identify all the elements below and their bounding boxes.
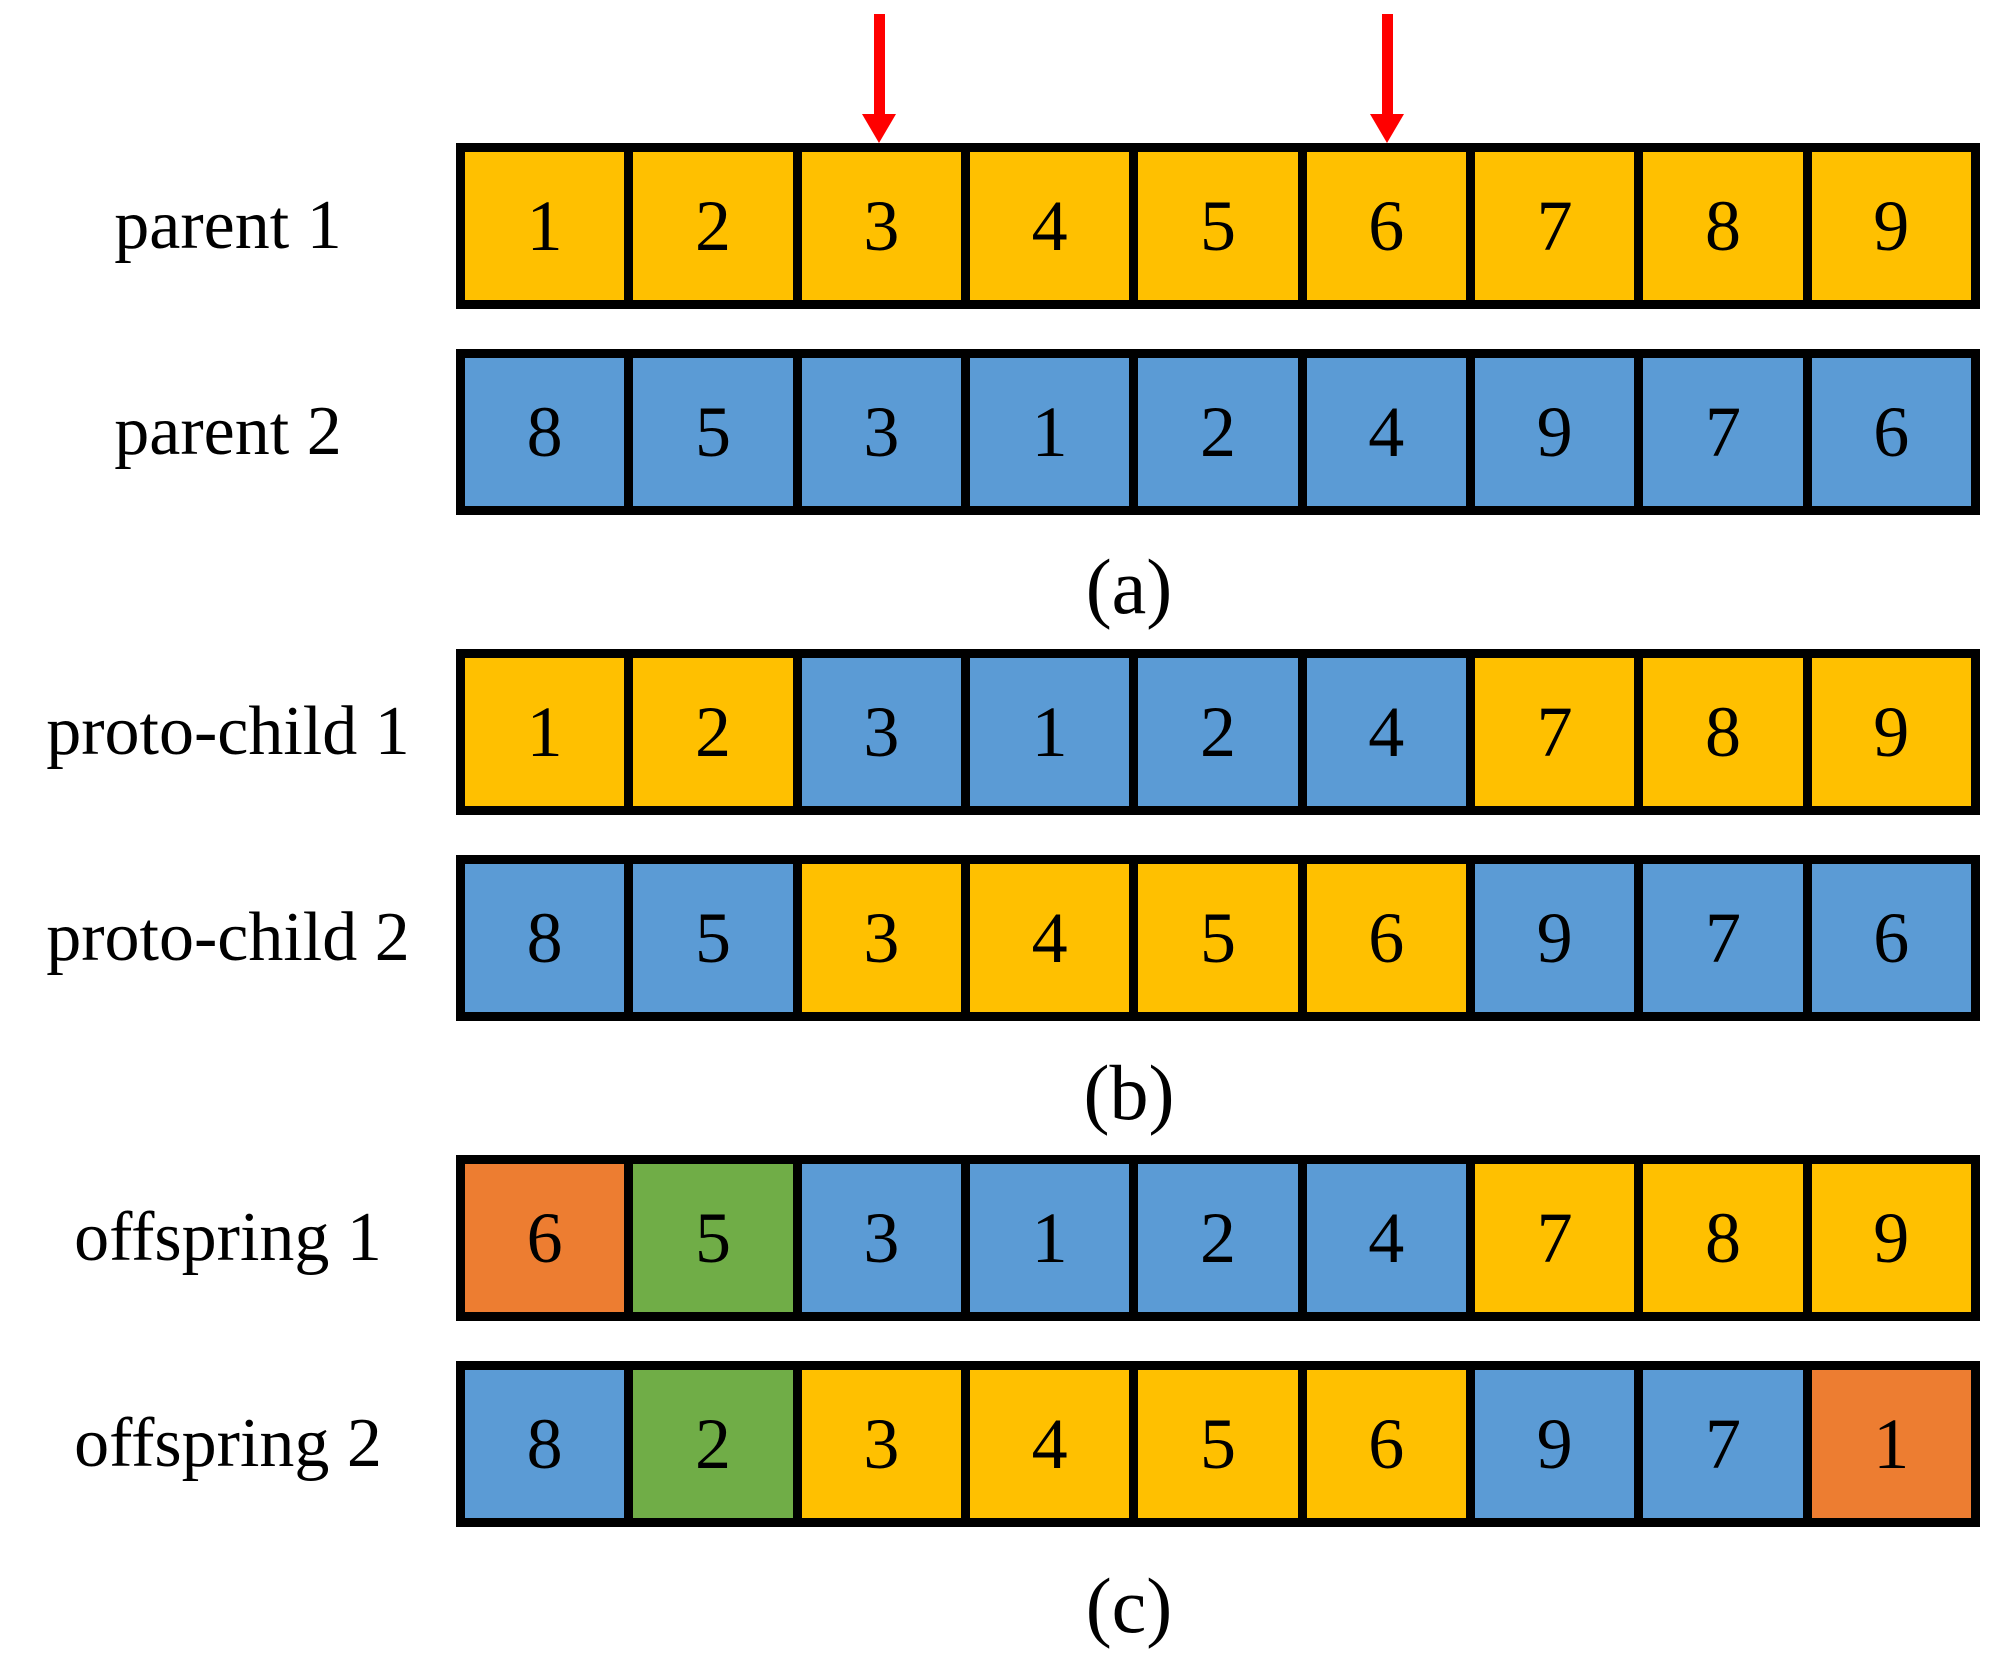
gene-cell: 2: [1138, 658, 1298, 806]
gene-cell: 3: [801, 152, 961, 300]
gene-cell: 6: [465, 1164, 625, 1312]
gene-cell: 7: [1474, 152, 1635, 300]
gene-cell: 6: [1811, 864, 1971, 1012]
gene-cell: 1: [465, 658, 625, 806]
gene-cell: 6: [1306, 1370, 1466, 1518]
gene-cell: 4: [1306, 658, 1466, 806]
gene-cell: 1: [465, 152, 625, 300]
gene-cell: 4: [969, 1370, 1130, 1518]
crossover-points-zone: [456, 0, 1980, 143]
gene-cell: 5: [633, 864, 793, 1012]
row-gap: [0, 309, 2012, 349]
gene-cell: 7: [1474, 658, 1635, 806]
gene-cell: 3: [801, 1164, 961, 1312]
gene-cell: 8: [1643, 658, 1803, 806]
gene-cell: 4: [969, 152, 1130, 300]
row-label: proto-child 2: [46, 899, 410, 976]
subfigure-caption: (b): [1083, 1049, 1175, 1137]
row-label: offspring 1: [74, 1199, 382, 1276]
gene-cell: 5: [1138, 152, 1298, 300]
gene-cell: 1: [969, 658, 1130, 806]
gene-cell: 2: [633, 152, 793, 300]
gene-cell: 9: [1474, 1370, 1635, 1518]
row-label: offspring 2: [74, 1405, 382, 1482]
gene-cell: 1: [1811, 1370, 1971, 1518]
gene-cell: 5: [633, 1164, 793, 1312]
row-label: parent 2: [114, 393, 342, 470]
subfigure-caption: (c): [1085, 1562, 1173, 1650]
row-label: parent 1: [114, 187, 342, 264]
gene-cell: 3: [801, 1370, 961, 1518]
gene-cell: 6: [1306, 864, 1466, 1012]
gene-cell: 9: [1811, 658, 1971, 806]
gene-cell: 2: [1138, 1164, 1298, 1312]
gene-cell: 8: [465, 864, 625, 1012]
gene-cell: 3: [801, 864, 961, 1012]
caption-zone: (b): [0, 1021, 2012, 1155]
gene-cell: 9: [1474, 358, 1635, 506]
crossover-point-2-down-arrow-icon: [1370, 14, 1405, 143]
gene-cell: 7: [1643, 1370, 1803, 1518]
gene-cell: 2: [633, 1370, 793, 1518]
gene-cell: 5: [1138, 864, 1298, 1012]
gene-cell: 2: [1138, 358, 1298, 506]
gene-cell: 3: [801, 658, 961, 806]
gene-cell: 9: [1474, 864, 1635, 1012]
gene-cell: 7: [1474, 1164, 1635, 1312]
gene-cell: 8: [1643, 152, 1803, 300]
row-gap: [0, 1321, 2012, 1361]
row-gap: [0, 815, 2012, 855]
gene-cell: 8: [465, 358, 625, 506]
gene-cell: 4: [969, 864, 1130, 1012]
gene-cell: 8: [1643, 1164, 1803, 1312]
arrow-head: [1370, 114, 1405, 143]
caption-zone: (c): [0, 1527, 2012, 1674]
gene-cell: 6: [1306, 152, 1466, 300]
gene-cell: 7: [1643, 358, 1803, 506]
gene-cell: 2: [633, 658, 793, 806]
gene-cell: 9: [1811, 152, 1971, 300]
gene-cell: 5: [633, 358, 793, 506]
gene-cell: 1: [969, 358, 1130, 506]
gene-cell: 4: [1306, 358, 1466, 506]
crossover-point-1-down-arrow-icon: [862, 14, 897, 143]
row-label: proto-child 1: [46, 693, 410, 770]
arrow-shaft: [873, 14, 885, 114]
gene-cell: 8: [465, 1370, 625, 1518]
gene-cell: 6: [1811, 358, 1971, 506]
gene-cell: 4: [1306, 1164, 1466, 1312]
gene-cell: 3: [801, 358, 961, 506]
arrow-shaft: [1381, 14, 1393, 114]
gene-cell: 9: [1811, 1164, 1971, 1312]
gene-cell: 1: [969, 1164, 1130, 1312]
gene-cell: 7: [1643, 864, 1803, 1012]
caption-zone: (a): [0, 515, 2012, 649]
arrow-head: [862, 114, 897, 143]
subfigure-caption: (a): [1085, 543, 1173, 631]
gene-cell: 5: [1138, 1370, 1298, 1518]
